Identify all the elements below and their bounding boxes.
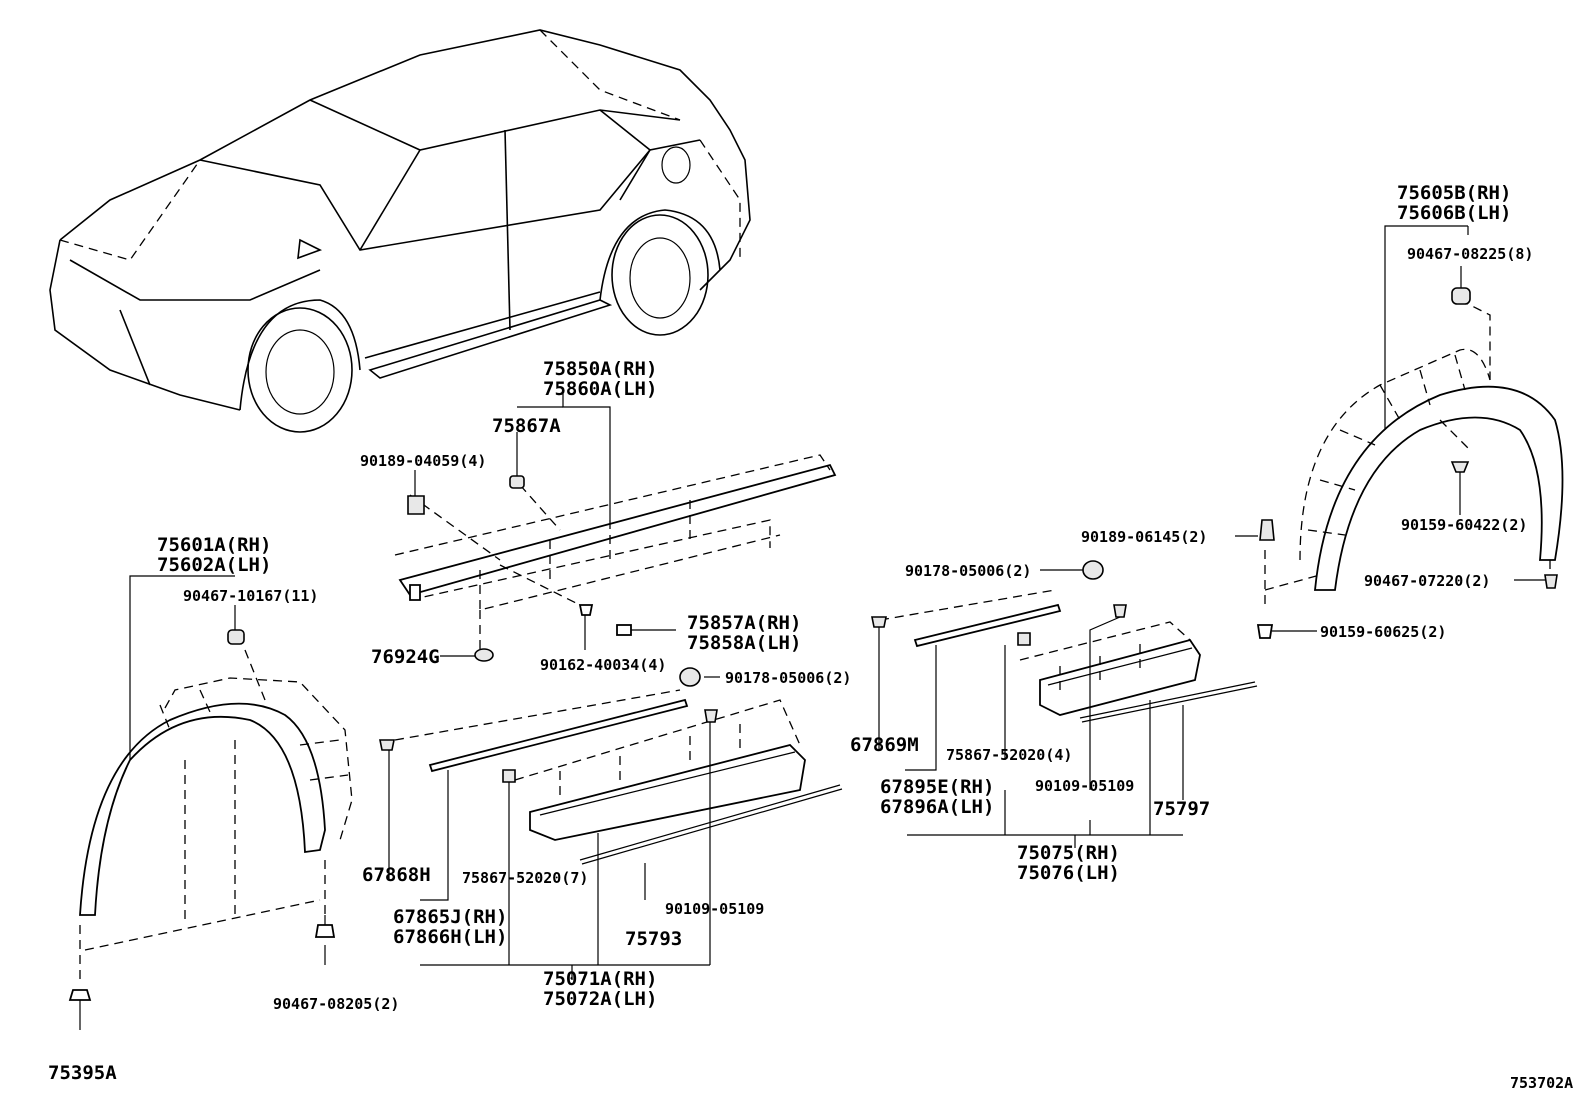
tape-clip-icon xyxy=(871,616,887,628)
label-fd-asm-rh: 75071A(RH) xyxy=(543,968,657,990)
label-rd-nut: 90178-05006(2) xyxy=(905,562,1031,580)
label-fr-pin: 75395A xyxy=(48,1062,117,1084)
label-rd-asm-lh: 75076(LH) xyxy=(1017,862,1120,884)
screw-icon xyxy=(314,915,336,938)
label-rocker-mark-rh: 75857A(RH) xyxy=(687,612,801,634)
label-rr-clip: 90467-08225(8) xyxy=(1407,245,1533,263)
nut-icon xyxy=(1082,560,1104,580)
label-fd-clip: 75867-52020(7) xyxy=(462,869,588,887)
nut-icon xyxy=(474,648,494,662)
label-rr-lh: 75606B(LH) xyxy=(1397,202,1511,224)
screw-icon xyxy=(704,709,718,723)
mark-icon xyxy=(616,624,632,636)
vehicle-illustration xyxy=(49,29,751,433)
label-rr-bolt: 90189-06145(2) xyxy=(1081,528,1207,546)
fender-clip-icon xyxy=(227,629,245,645)
clip-icon xyxy=(1017,632,1031,646)
rocker-molding xyxy=(394,454,837,662)
label-fd-screw: 90109-05109 xyxy=(665,900,764,918)
label-rd-screw: 90109-05109 xyxy=(1035,777,1134,795)
label-fd-seal: 75793 xyxy=(625,928,682,950)
clip-icon xyxy=(509,475,525,489)
label-rocker-clip: 75867A xyxy=(492,415,561,437)
pin-clip-icon xyxy=(68,989,92,1015)
screw-icon xyxy=(1113,604,1127,618)
front-door-molding xyxy=(379,667,843,865)
clip-small-icon xyxy=(578,604,594,616)
clip-small-icon xyxy=(1544,574,1558,589)
clip-icon xyxy=(502,769,516,783)
label-rocker-mark-lh: 75858A(LH) xyxy=(687,632,801,654)
diagram-id: 753702A xyxy=(1510,1074,1573,1092)
label-rd-asm-rh: 75075(RH) xyxy=(1017,842,1120,864)
rear-fender-flare xyxy=(1256,287,1564,639)
callout-labels: 75601A(RH) 75602A(LH) 90467-10167(11) 90… xyxy=(48,182,1573,1092)
label-rr-clip2: 90467-07220(2) xyxy=(1364,572,1490,590)
label-rr-screw2: 90159-60625(2) xyxy=(1320,623,1446,641)
label-rocker-lh: 75860A(LH) xyxy=(543,378,657,400)
label-fd-tape: 67868H xyxy=(362,864,431,886)
label-rocker-rh: 75850A(RH) xyxy=(543,358,657,380)
label-rd-clip: 75867-52020(4) xyxy=(946,746,1072,764)
clip-icon xyxy=(1451,287,1471,305)
label-fd-nut: 90178-05006(2) xyxy=(725,669,851,687)
label-fd-tape-lh: 67866H(LH) xyxy=(393,926,507,948)
label-rocker-nut: 76924G xyxy=(371,646,440,668)
screw-icon xyxy=(1450,461,1470,473)
label-rocker-clip2: 90162-40034(4) xyxy=(540,656,666,674)
screw-small-icon xyxy=(1256,624,1274,639)
label-rd-tape: 67869M xyxy=(850,734,919,756)
label-fr-screw: 90467-08205(2) xyxy=(273,995,399,1013)
label-fr-clip: 90467-10167(11) xyxy=(183,587,318,605)
nut-icon xyxy=(679,667,701,687)
label-fd-asm-lh: 75072A(LH) xyxy=(543,988,657,1010)
label-fr-rh: 75601A(RH) xyxy=(157,534,271,556)
label-rr-screw1: 90159-60422(2) xyxy=(1401,516,1527,534)
front-fender-flare xyxy=(68,629,353,1015)
label-rr-rh: 75605B(RH) xyxy=(1397,182,1511,204)
label-rocker-bracket: 90189-04059(4) xyxy=(360,452,486,470)
bracket-icon xyxy=(407,495,425,515)
label-rd-tape-lh: 67896A(LH) xyxy=(880,796,994,818)
label-fr-lh: 75602A(LH) xyxy=(157,554,271,576)
bolt-icon xyxy=(1259,519,1275,541)
tape-clip-icon xyxy=(379,739,395,751)
label-rd-tape-rh: 67895E(RH) xyxy=(880,776,994,798)
label-fd-tape-rh: 67865J(RH) xyxy=(393,906,507,928)
label-rd-seal: 75797 xyxy=(1153,798,1210,820)
rear-door-molding xyxy=(871,560,1258,723)
